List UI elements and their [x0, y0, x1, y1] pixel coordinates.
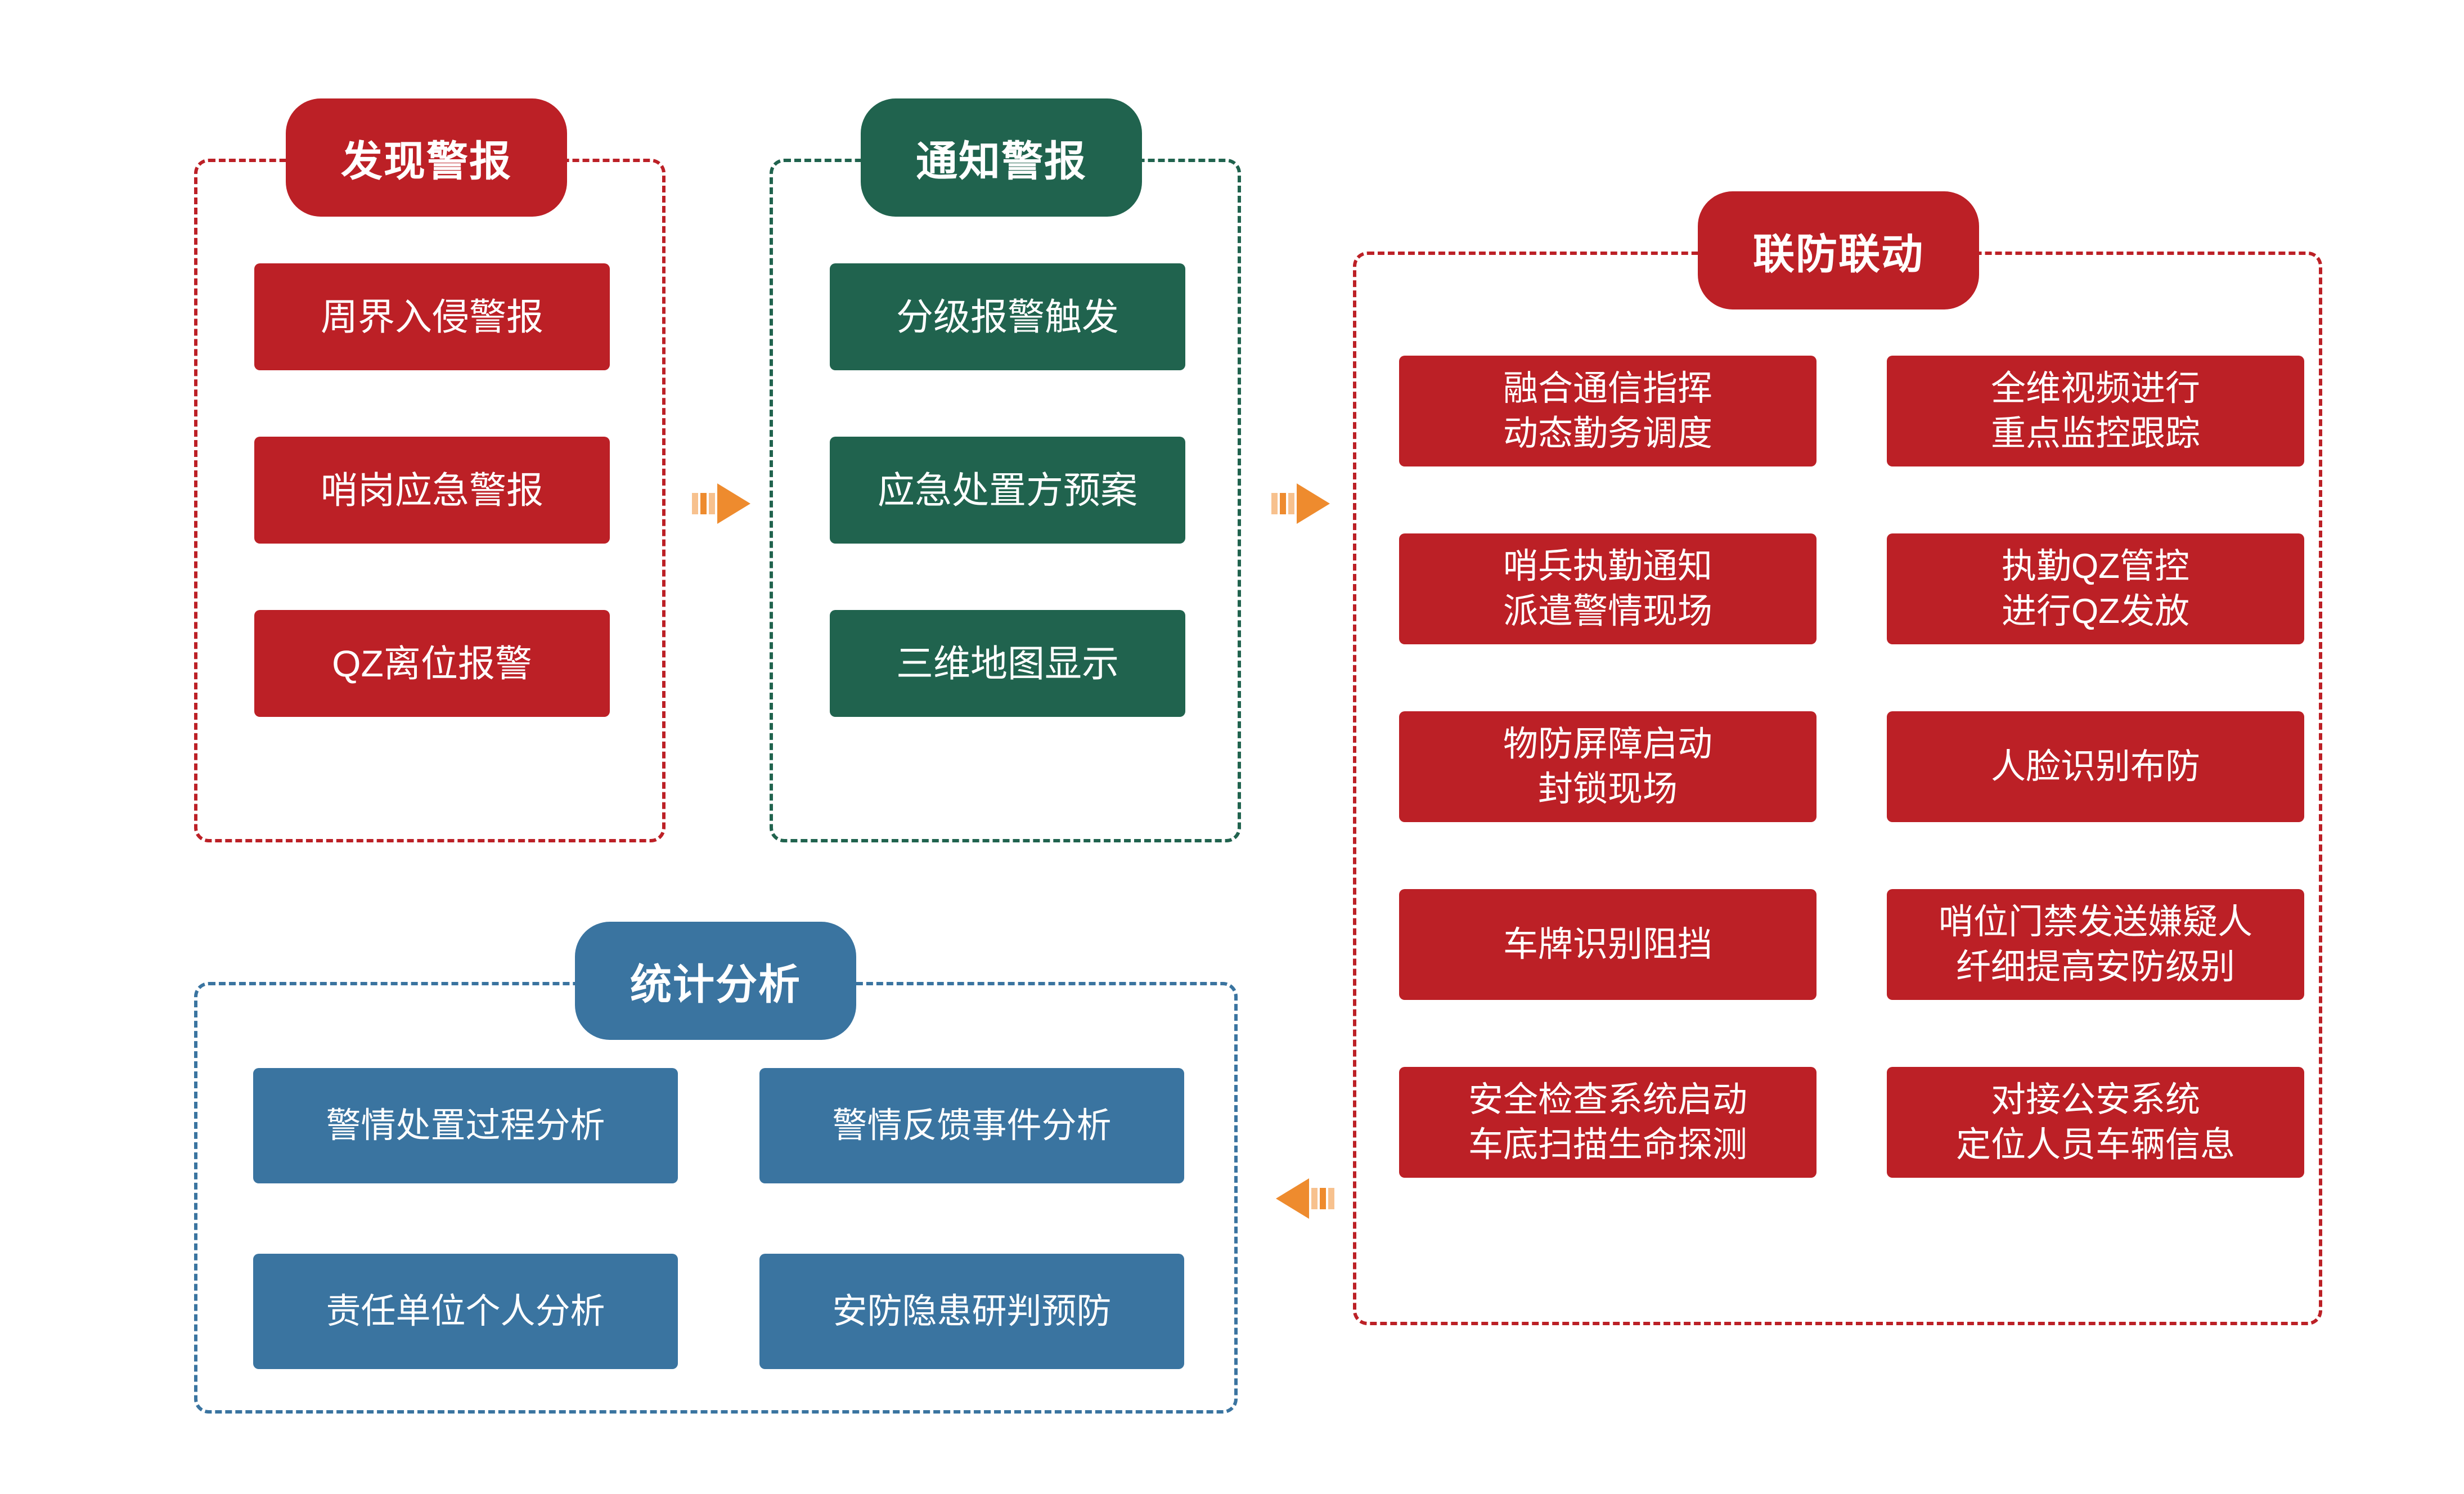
box-line-2: 派遣警情现场 — [1503, 591, 1712, 631]
box-joint-defense-1[interactable]: 全维视频进行 重点监控跟踪 — [1887, 356, 2304, 466]
box-joint-defense-7[interactable]: 哨位门禁发送嫌疑人 纤细提高安防级别 — [1887, 889, 2304, 1000]
box-line-2: 重点监控跟踪 — [1990, 414, 2200, 453]
box-line-2: 进行QZ发放 — [2001, 591, 2190, 631]
box-line-1: 物防屏障启动 — [1503, 725, 1712, 764]
box-joint-defense-3[interactable]: 执勤QZ管控 进行QZ发放 — [1887, 533, 2304, 644]
box-joint-defense-6[interactable]: 车牌识别阻挡 — [1399, 889, 1816, 1000]
arrow-discover-to-notify-icon — [692, 481, 754, 526]
group-title-notify: 通知警报 — [861, 98, 1142, 217]
box-joint-defense-9[interactable]: 对接公安系统 定位人员车辆信息 — [1887, 1067, 2304, 1178]
box-line-2: 车底扫描生命探测 — [1468, 1125, 1747, 1164]
box-line-1: 对接公安系统 — [1990, 1080, 2200, 1120]
box-discover-1[interactable]: 哨岗应急警报 — [254, 437, 610, 544]
group-title-statistics: 统计分析 — [575, 922, 856, 1040]
box-statistics-3[interactable]: 安防隐患研判预防 — [759, 1254, 1184, 1369]
box-line-1: 安全检查系统启动 — [1468, 1080, 1747, 1120]
box-line-1: 人脸识别布防 — [1990, 747, 2200, 786]
box-line-2: 动态勤务调度 — [1503, 414, 1712, 453]
box-line-1: 全维视频进行 — [1990, 369, 2200, 409]
box-line-1: 执勤QZ管控 — [2001, 547, 2190, 586]
box-joint-defense-4[interactable]: 物防屏障启动 封锁现场 — [1399, 711, 1816, 822]
group-title-joint-defense: 联防联动 — [1698, 191, 1979, 309]
box-statistics-2[interactable]: 责任单位个人分析 — [253, 1254, 678, 1369]
box-line-1: 哨兵执勤通知 — [1503, 547, 1712, 586]
box-joint-defense-8[interactable]: 安全检查系统启动 车底扫描生命探测 — [1399, 1067, 1816, 1178]
box-line-1: 车牌识别阻挡 — [1503, 925, 1712, 964]
box-line-2: 纤细提高安防级别 — [1955, 947, 2235, 986]
group-title-discover: 发现警报 — [286, 98, 567, 217]
box-joint-defense-5[interactable]: 人脸识别布防 — [1887, 711, 2304, 822]
box-discover-2[interactable]: QZ离位报警 — [254, 610, 610, 717]
box-discover-0[interactable]: 周界入侵警报 — [254, 263, 610, 370]
box-line-1: 哨位门禁发送嫌疑人 — [1938, 903, 2252, 942]
box-statistics-0[interactable]: 警情处置过程分析 — [253, 1068, 678, 1183]
arrow-notify-to-joint-defense-icon — [1271, 481, 1333, 526]
box-line-2: 封锁现场 — [1537, 769, 1678, 809]
box-notify-1[interactable]: 应急处置方预案 — [830, 437, 1185, 544]
box-joint-defense-2[interactable]: 哨兵执勤通知 派遣警情现场 — [1399, 533, 1816, 644]
box-statistics-1[interactable]: 警情反馈事件分析 — [759, 1068, 1184, 1183]
box-line-2: 定位人员车辆信息 — [1955, 1125, 2235, 1164]
box-notify-2[interactable]: 三维地图显示 — [830, 610, 1185, 717]
arrow-joint-defense-to-statistics-icon — [1273, 1176, 1334, 1221]
box-joint-defense-0[interactable]: 融合通信指挥 动态勤务调度 — [1399, 356, 1816, 466]
box-line-1: 融合通信指挥 — [1503, 369, 1712, 409]
box-notify-0[interactable]: 分级报警触发 — [830, 263, 1185, 370]
